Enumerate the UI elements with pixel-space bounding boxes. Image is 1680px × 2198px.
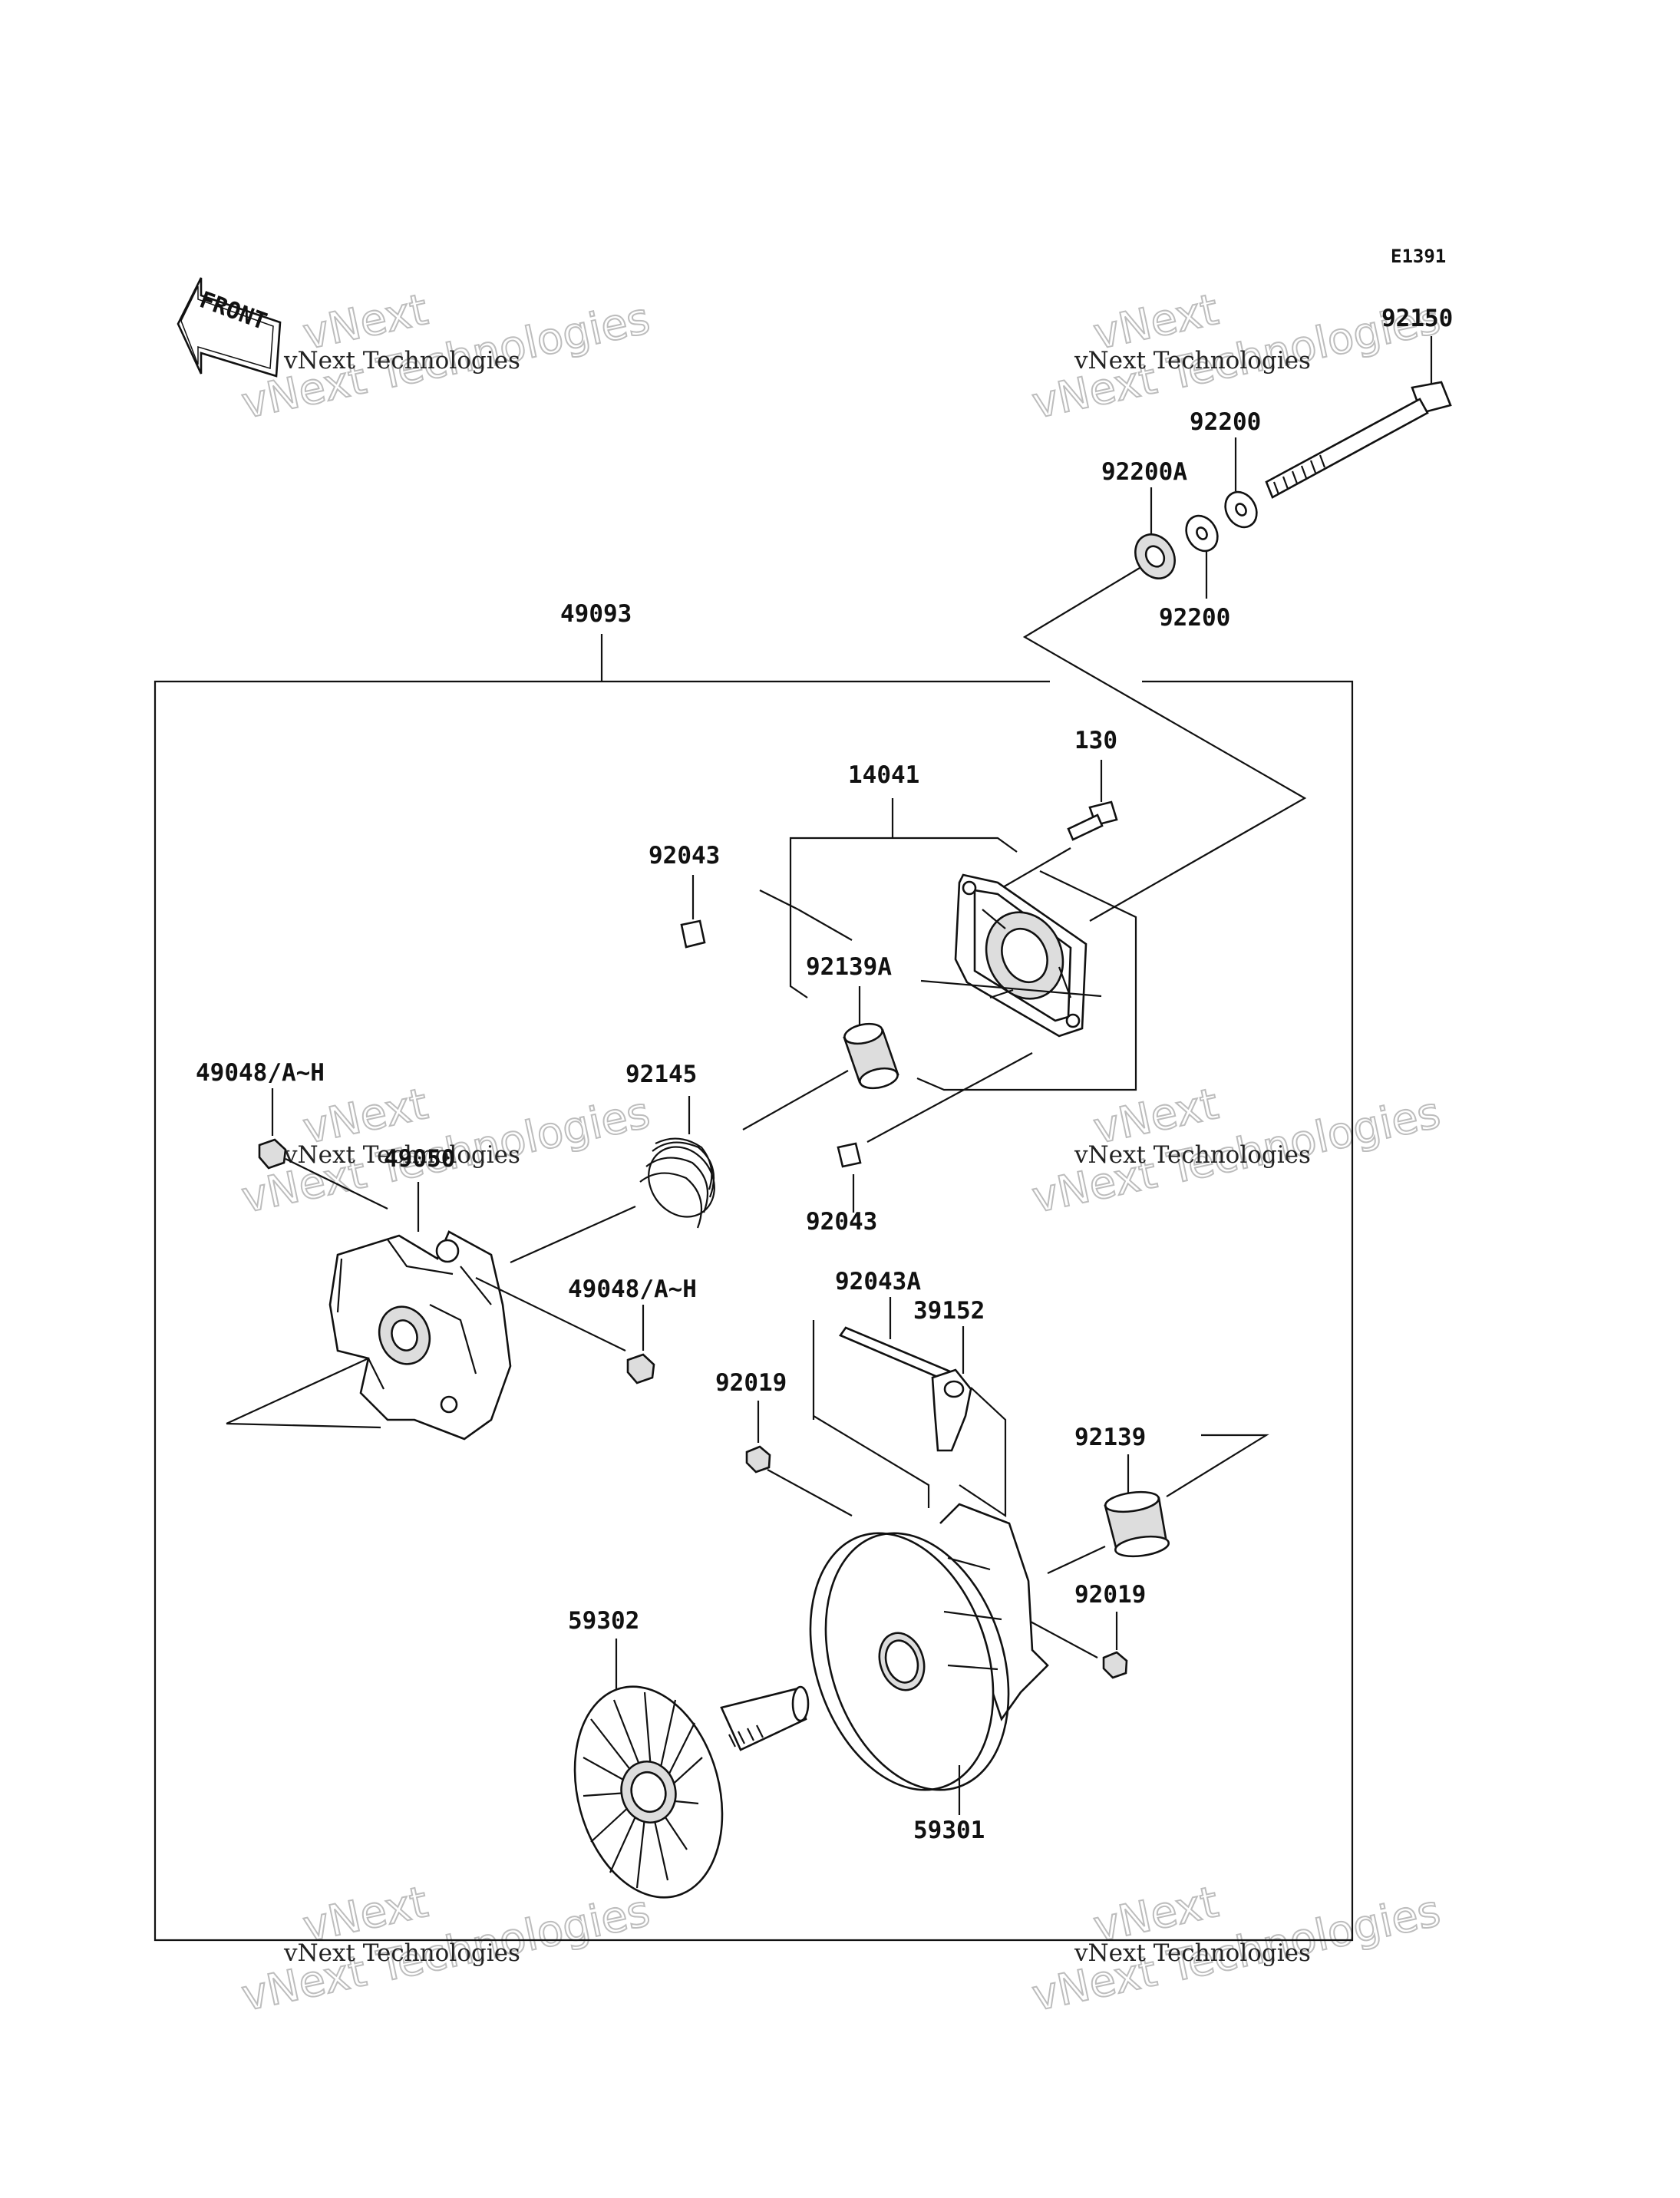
part-92139A-bushing (843, 979, 1102, 1090)
part-92150-bolt (1265, 336, 1452, 499)
front-arrow-icon: FRONT (177, 277, 282, 378)
part-14041-cover (789, 798, 1137, 1091)
diagram-code: E1391 (1391, 246, 1446, 267)
watermark-6: vNext vNext Technologies vNext Technolog… (1027, 1876, 1445, 2022)
part-59302-fixed-sheave (573, 1639, 810, 1899)
part-92139-bushing (1047, 1434, 1269, 1574)
label-92150: 92150 (1381, 305, 1453, 332)
label-92139A: 92139A (806, 953, 892, 981)
part-92019-nut-upper (745, 1401, 853, 1516)
watermark-text: vNext Technologies (1074, 1939, 1311, 1967)
part-59301-sheave (809, 1503, 1049, 1815)
part-92200-washer-a (1224, 437, 1258, 529)
label-92019-upper: 92019 (715, 1369, 787, 1397)
watermark-5: vNext vNext Technologies vNext Technolog… (236, 1876, 655, 2022)
watermark-1: vNext vNext Technologies vNext Technolog… (236, 284, 655, 430)
label-14041: 14041 (848, 761, 919, 789)
label-49048-left: 49048/A~H (196, 1059, 325, 1087)
assembly-frame-49093 (153, 634, 1354, 1942)
label-92019-lower: 92019 (1074, 1581, 1146, 1609)
watermark-text: vNext Technologies (283, 347, 520, 375)
label-130: 130 (1074, 727, 1117, 754)
part-49050-spider (226, 1182, 626, 1441)
label-49050: 49050 (384, 1145, 455, 1173)
label-49093: 49093 (560, 600, 632, 628)
part-49048-nut-left (258, 1088, 388, 1210)
label-92139: 92139 (1074, 1424, 1146, 1451)
part-39152-weight (931, 1326, 1007, 1518)
label-39152: 39152 (913, 1297, 985, 1325)
part-92043-pin-top (680, 875, 853, 949)
watermark-4: vNext vNext Technologies vNext Technolog… (1027, 1078, 1445, 1224)
watermark-text: vNext Technologies (283, 1939, 520, 1967)
part-130-screw (997, 760, 1118, 891)
label-59302: 59302 (568, 1607, 639, 1635)
part-92145-spring (510, 1070, 849, 1264)
label-92200A: 92200A (1101, 458, 1187, 486)
part-92200A-bearing (1134, 487, 1176, 579)
part-92043-pin-bottom (837, 1052, 1033, 1213)
label-49048-right: 49048/A~H (568, 1276, 697, 1303)
part-49048-nut-right (626, 1305, 655, 1384)
label-92043-top: 92043 (649, 842, 720, 870)
watermark-text: vNext Technologies (1074, 347, 1311, 375)
label-92200-top: 92200 (1190, 408, 1261, 436)
watermark-text: vNext Technologies (1074, 1141, 1311, 1169)
part-labels: 49093 92150 92200 92200A 92200 130 14041… (196, 305, 1453, 1844)
label-92200-bottom: 92200 (1159, 604, 1230, 632)
label-59301: 59301 (913, 1817, 985, 1844)
part-92200-washer-b (1185, 514, 1219, 599)
label-92043-bottom: 92043 (806, 1208, 877, 1236)
label-92043A: 92043A (835, 1268, 921, 1295)
watermark-text: vNext Technologies (283, 1141, 520, 1169)
label-92145: 92145 (625, 1061, 697, 1088)
